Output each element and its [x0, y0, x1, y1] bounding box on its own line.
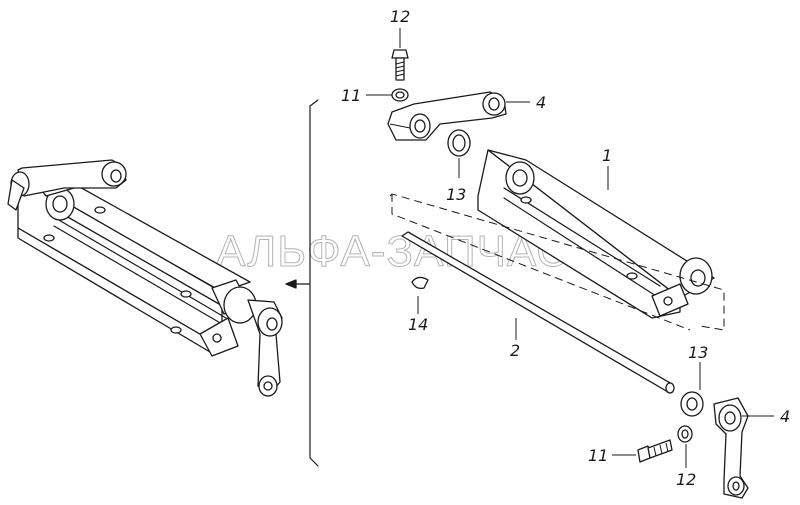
part-13-bottom-ring [680, 391, 704, 417]
part-12-bottom-washer [677, 425, 693, 443]
assembled-unit [7, 159, 283, 397]
part-2-shaft [401, 231, 675, 394]
part-11-bottom-bolt [637, 439, 673, 463]
callout-2: 2 [510, 341, 520, 360]
part-1-bracket [477, 149, 715, 319]
leader-lines [366, 28, 774, 468]
assembly-bracket-line [285, 99, 319, 467]
callout-11-top: 11 [341, 86, 361, 105]
callout-1: 1 [602, 146, 612, 165]
part-13-top-ring [447, 129, 471, 157]
part-4-top-lever [387, 91, 507, 141]
part-4-bottom-lever [713, 397, 749, 499]
callout-13-bottom: 13 [688, 343, 708, 362]
callout-12-bottom: 12 [676, 470, 696, 489]
part-12-top-bolt [391, 49, 409, 81]
callout-13-top: 13 [446, 185, 466, 204]
callout-4-top: 4 [536, 93, 546, 112]
callout-12-top: 12 [390, 7, 410, 26]
callout-4-bottom: 4 [780, 407, 790, 426]
callout-11-bottom: 11 [588, 446, 608, 465]
assembly-outline [389, 193, 725, 331]
part-14-key [411, 276, 429, 290]
callout-14: 14 [408, 315, 428, 334]
part-11-top-washer [391, 88, 409, 102]
